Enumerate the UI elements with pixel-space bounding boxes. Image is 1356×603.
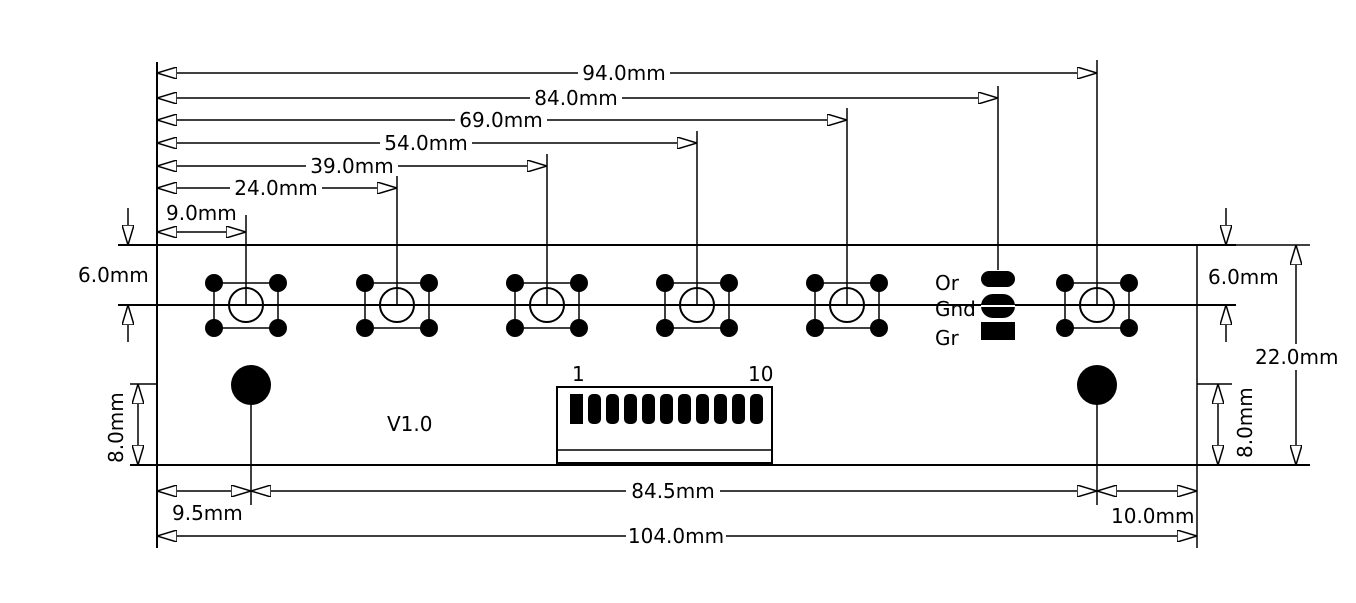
top-dimensions: 94.0mm 84.0mm 69.0mm 54.0mm 39.0mm 24.0m… [157,61,1097,232]
pad-or [981,271,1015,287]
buttons [205,274,1138,337]
tactile-button-1 [205,274,287,337]
dim-label-left-8: 8.0mm [104,392,128,463]
connector-pin [660,394,673,424]
dim-label-69: 69.0mm [459,108,543,132]
tactile-button-5 [806,274,888,337]
left-6mm-dimension: 6.0mm [78,208,149,342]
dim-label-104: 104.0mm [628,524,724,548]
connector-pin [678,394,691,424]
dim-label-54: 54.0mm [384,131,468,155]
dim-label-39: 39.0mm [310,154,394,178]
connector-pin [714,394,727,424]
tactile-button-3 [506,274,588,337]
tactile-button-4 [656,274,738,337]
connector-pin-1 [570,394,583,424]
dim-label-9-5: 9.5mm [172,501,243,525]
connector-pin [696,394,709,424]
tactile-button-6 [1056,274,1138,337]
wire-pads: Or Gnd Gr [935,271,1015,350]
dim-label-9: 9.0mm [166,201,237,225]
board-outline [118,62,1310,548]
dim-label-left-6: 6.0mm [78,263,149,287]
dim-label-right-6: 6.0mm [1208,265,1279,289]
connector-pin-10 [750,394,763,424]
mounting-holes [231,365,1117,505]
connector-pin [588,394,601,424]
label-gr: Gr [935,326,959,350]
extension-lines [245,60,1098,305]
dim-label-24: 24.0mm [234,176,318,200]
dim-label-94: 94.0mm [582,61,666,85]
right-6mm-dimension: 6.0mm [1208,208,1279,342]
dim-label-10: 10.0mm [1111,504,1195,528]
left-8mm-dimension: 8.0mm [104,384,138,465]
connector-pin [642,394,655,424]
label-gnd: Gnd [935,297,976,321]
connector-label-start: 1 [572,362,585,386]
connector-label-end: 10 [748,362,773,386]
dim-label-84-5: 84.5mm [631,479,715,503]
height-22mm-dimension: 22.0mm [1255,245,1339,465]
tactile-button-2 [356,274,438,337]
dim-label-right-8: 8.0mm [1233,387,1257,458]
version-label: V1.0 [387,412,433,436]
dim-label-84: 84.0mm [534,86,618,110]
connector-pin [624,394,637,424]
connector-pin [732,394,745,424]
pad-gr [981,322,1015,340]
label-or: Or [935,271,960,295]
right-8mm-dimension: 8.0mm [1218,384,1257,465]
connector: 1 10 [556,362,773,464]
bottom-dimensions: 84.5mm 9.5mm 10.0mm 104.0mm [157,479,1197,548]
connector-pin [606,394,619,424]
dim-label-22: 22.0mm [1255,345,1339,369]
